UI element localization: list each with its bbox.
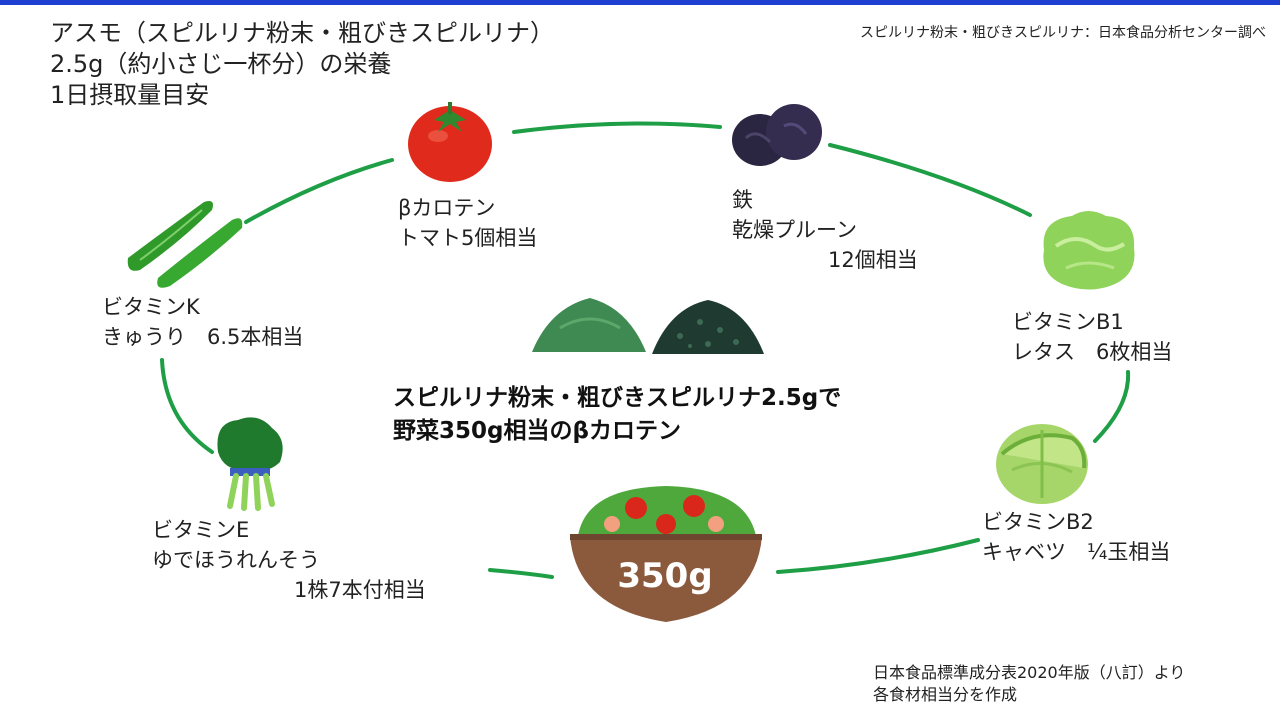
cabbage-icon: [996, 424, 1088, 504]
nutrient-name: βカロテン: [398, 196, 496, 220]
center-summary: スピルリナ粉末・粗びきスピルリナ2.5gで 野菜350g相当のβカロテン: [393, 382, 841, 448]
lettuce-icon: [1043, 211, 1135, 290]
ring-segment-bottom-right: [776, 538, 980, 574]
tomato-icon: [408, 102, 492, 182]
footer-line-1: 日本食品標準成分表2020年版（八訂）より: [873, 663, 1186, 682]
food-amount: 1株7本付相当: [294, 578, 426, 602]
ring-segment-bottom-left: [488, 568, 554, 579]
nutrient-name: 鉄: [732, 188, 753, 212]
spirulina-powder-icon: [532, 298, 646, 352]
food-name: 乾燥プルーン: [732, 218, 857, 242]
nutrient-name: ビタミンB1: [1012, 310, 1124, 334]
food-equivalent: トマト5個相当: [398, 226, 538, 250]
footer-line-2: 各食材相当分を作成: [873, 685, 1018, 704]
ring-segment-top: [512, 121, 722, 134]
ring-segment-top-left: [244, 158, 394, 224]
beta-carotene-label: βカロテン トマト5個相当: [398, 193, 537, 253]
nutrient-name: ビタミンK: [102, 295, 200, 319]
food-amount: 12個相当: [828, 248, 918, 272]
vitamin-b1-label: ビタミンB1 レタス 6枚相当: [1012, 307, 1172, 367]
page-title: アスモ（スピルリナ粉末・粗びきスピルリナ） 2.5g（約小さじ一杯分）の栄養 1…: [50, 18, 554, 111]
nutrient-name: ビタミンB2: [982, 510, 1094, 534]
title-line-1: アスモ（スピルリナ粉末・粗びきスピルリナ）: [50, 19, 554, 47]
ring-segment-right: [1093, 370, 1131, 443]
center-line-2: 野菜350g相当のβカロテン: [393, 418, 681, 444]
top-accent-bar: [0, 0, 1280, 5]
food-equivalent: キャベツ ¼玉相当: [982, 540, 1171, 564]
ring-segment-top-right: [828, 143, 1032, 217]
ring-segment-left: [160, 358, 214, 454]
center-line-1: スピルリナ粉末・粗びきスピルリナ2.5gで: [393, 385, 842, 411]
footer-note: 日本食品標準成分表2020年版（八訂）より 各食材相当分を作成: [873, 662, 1185, 706]
prune-icon: [732, 104, 822, 166]
nutrient-name: ビタミンE: [152, 518, 250, 542]
bowl-amount-label: 350g: [617, 556, 713, 596]
spirulina-flakes-icon: [652, 300, 764, 354]
iron-label: 鉄 乾燥プルーン 12個相当: [732, 185, 918, 275]
title-line-3: 1日摂取量目安: [50, 81, 210, 109]
vitamin-k-label: ビタミンK きゅうり 6.5本相当: [102, 292, 303, 352]
vitamin-b2-label: ビタミンB2 キャベツ ¼玉相当: [982, 507, 1170, 567]
food-name: ゆでほうれんそう: [152, 548, 320, 572]
cucumber-icon: [127, 201, 243, 288]
salad-bowl-icon: [570, 486, 762, 622]
food-equivalent: レタス 6枚相当: [1012, 340, 1173, 364]
food-equivalent: きゅうり 6.5本相当: [102, 325, 304, 349]
vitamin-e-label: ビタミンE ゆでほうれんそう 1株7本付相当: [152, 515, 426, 605]
source-note: スピルリナ粉末・粗びきスピルリナ：日本食品分析センター調べ: [860, 25, 1266, 41]
title-line-2: 2.5g（約小さじ一杯分）の栄養: [50, 50, 392, 78]
spinach-icon: [217, 417, 283, 511]
